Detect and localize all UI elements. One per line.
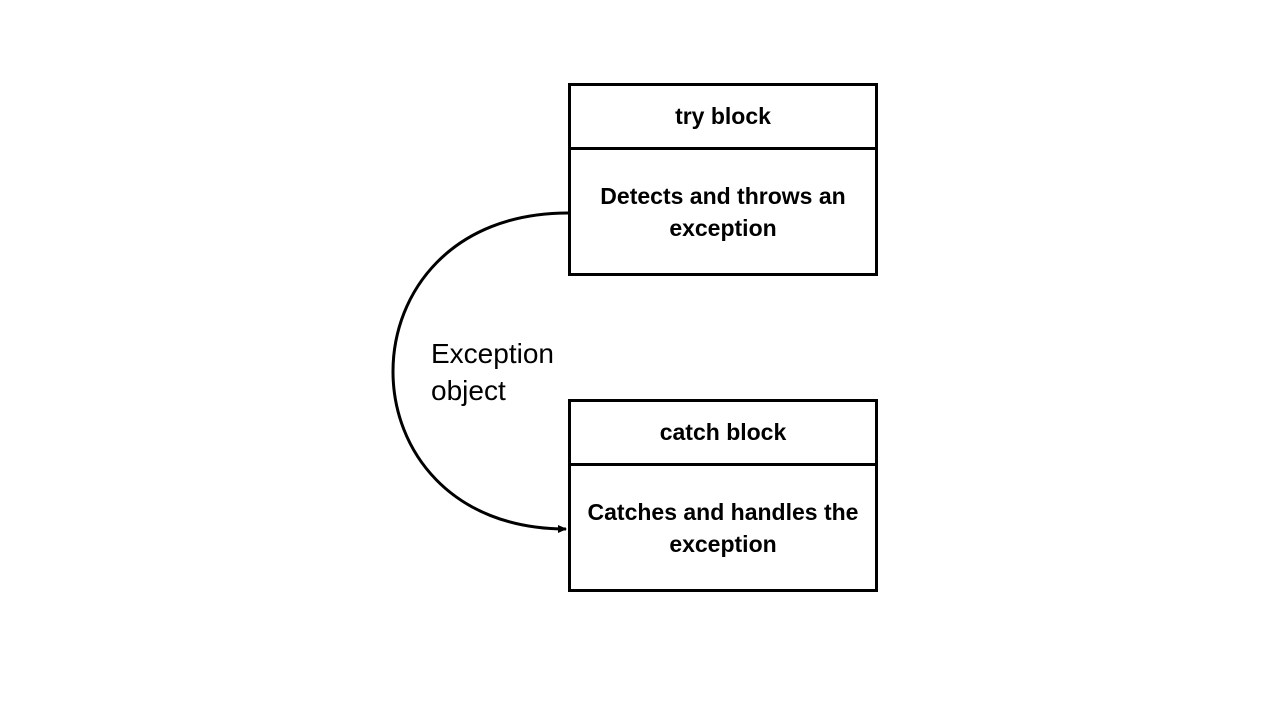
catch-block: catch block Catches and handles the exce… [568, 399, 878, 592]
exception-object-label: Exception object [431, 335, 571, 409]
try-block-header: try block [571, 86, 875, 150]
exception-object-label-line2: object [431, 375, 506, 406]
exception-flow-curve [391, 211, 569, 533]
catch-block-body: Catches and handles the exception [587, 498, 859, 557]
catch-block-header: catch block [571, 402, 875, 466]
try-block-body: Detects and throws an exception [600, 182, 846, 241]
try-block: try block Detects and throws an exceptio… [568, 83, 878, 276]
exception-object-label-line1: Exception [431, 338, 554, 369]
